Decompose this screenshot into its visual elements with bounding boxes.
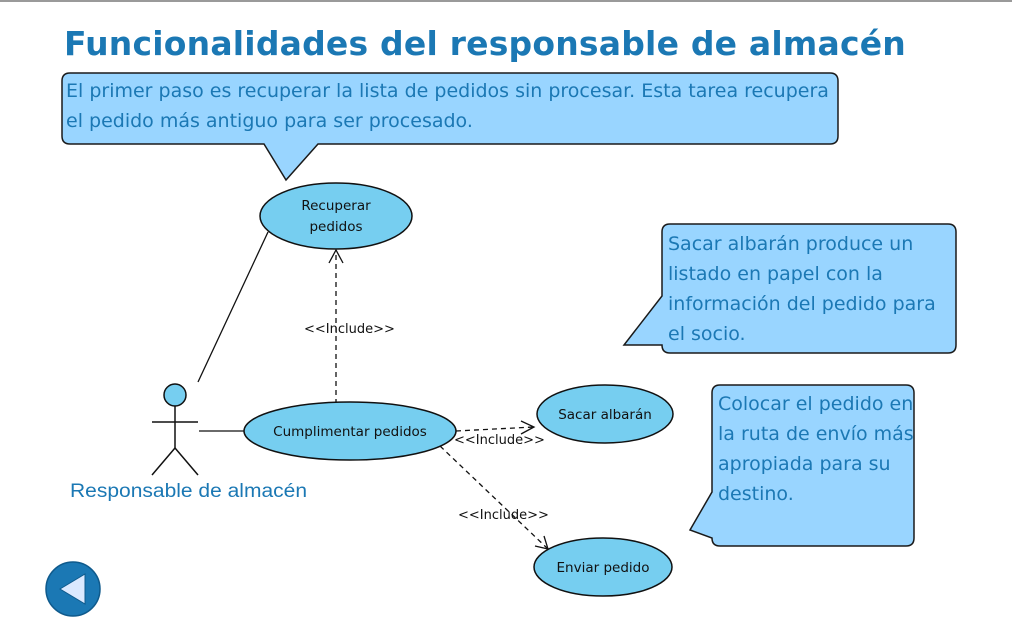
- usecase-cumplimentar-pedidos: [243, 401, 457, 461]
- include-label-sacar: <<Include>>: [454, 433, 545, 448]
- actor-head: [163, 383, 187, 407]
- usecase-enviar-label: Enviar pedido: [557, 560, 650, 576]
- usecase-recuperar-label-1: Recuperar: [301, 198, 371, 214]
- include-enviar-arrow: [439, 445, 549, 550]
- include-label-recuperar: <<Include>>: [304, 322, 395, 337]
- usecase-sacar-label: Sacar albarán: [558, 407, 652, 423]
- association-recuperar: [197, 231, 269, 383]
- back-button[interactable]: [45, 561, 101, 617]
- note-recuperar-pedidos: El primer paso es recuperar la lista de …: [66, 80, 829, 132]
- triangle-left-icon: [59, 573, 86, 605]
- note-colocar-pedido: Colocar el pedido en la ruta de envío má…: [718, 393, 914, 505]
- callout-recuperar-shape: [61, 72, 839, 182]
- callout-albaran-shape: [622, 223, 957, 354]
- actor-label: Responsable de almacén: [70, 481, 307, 502]
- usecase-recuperar-pedidos: [259, 182, 413, 250]
- usecase-enviar-pedido: [533, 537, 673, 597]
- actor-figure: [151, 383, 199, 476]
- callout-colocar-shape: [688, 384, 915, 547]
- usecase-cumplimentar-label: Cumplimentar pedidos: [273, 424, 427, 440]
- usecase-sacar-albaran: [536, 384, 674, 444]
- include-recuperar-arrow: [328, 248, 344, 404]
- usecase-recuperar-label-2: pedidos: [309, 219, 362, 235]
- note-sacar-albaran: Sacar albarán produce un listado en pape…: [668, 233, 936, 345]
- include-label-enviar: <<Include>>: [458, 508, 549, 523]
- top-border: [0, 0, 1012, 2]
- slide-title: Funcionalidades del responsable de almac…: [64, 24, 907, 63]
- include-sacar-arrow: [455, 420, 536, 435]
